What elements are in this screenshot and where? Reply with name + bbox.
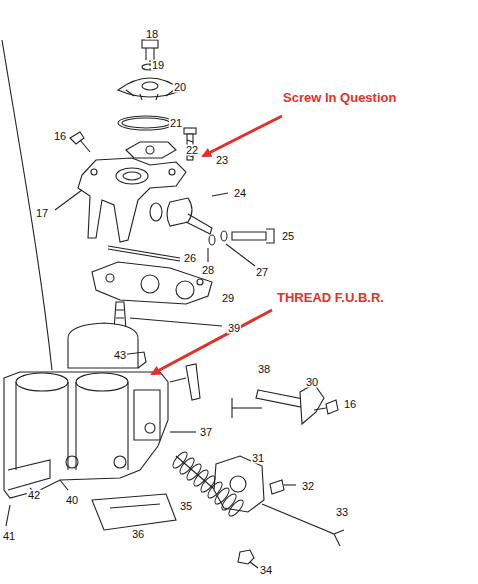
callout-number: 27	[255, 267, 269, 278]
callout-number: 43	[113, 350, 127, 361]
callout-number: 34	[259, 565, 273, 576]
callout-number: 33	[335, 507, 349, 518]
callout-number: 20	[173, 82, 187, 93]
callout-number: 35	[179, 501, 193, 512]
callout-number: 26	[183, 253, 197, 264]
callout-number: 41	[2, 531, 16, 542]
callout-number: 39	[227, 323, 241, 334]
callout-number: 31	[251, 453, 265, 464]
callout-number: 22	[185, 145, 199, 156]
annotation-note: THREAD F.U.B.R.	[276, 291, 385, 304]
callout-number: 18	[145, 29, 159, 40]
callout-number: 23	[215, 155, 229, 166]
callout-number: 16	[53, 131, 67, 142]
annotation-note: Screw In Question	[282, 91, 397, 104]
callout-number: 21	[169, 118, 183, 129]
callout-number: 36	[131, 529, 145, 540]
callout-number: 32	[301, 481, 315, 492]
callout-number: 37	[199, 427, 213, 438]
callout-number: 19	[151, 60, 165, 71]
callout-number: 28	[201, 265, 215, 276]
callout-number: 38	[257, 364, 271, 375]
callout-number: 25	[281, 231, 295, 242]
callout-number: 16	[343, 399, 357, 410]
callout-number: 30	[305, 377, 319, 388]
callout-number: 17	[35, 208, 49, 219]
callout-number: 42	[27, 490, 41, 501]
callout-number: 29	[221, 293, 235, 304]
callout-number: 40	[65, 495, 79, 506]
callout-number: 24	[233, 188, 247, 199]
